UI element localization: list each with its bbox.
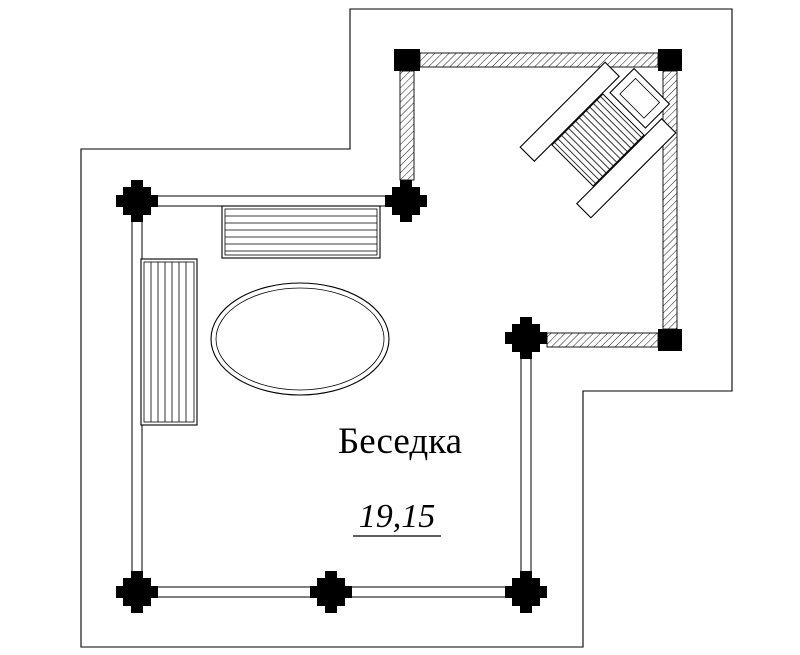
room-corner-posts (394, 49, 682, 351)
railing-right (520, 359, 532, 571)
bench-vertical-outline (140, 258, 198, 426)
cross-column-topleft (116, 180, 158, 222)
oval-table-outline (210, 282, 390, 396)
bench-horizontal-slats (225, 215, 377, 252)
railing-bottom-right (352, 586, 505, 598)
room-label: Беседка (338, 421, 462, 462)
cross-column-bottomright (505, 571, 547, 613)
table-set (519, 61, 677, 219)
bench-vertical-slats (150, 262, 187, 422)
bench-horizontal-inner (224, 208, 378, 256)
oval-table-inner (215, 287, 385, 391)
cross-column-bottomleft (116, 571, 158, 613)
table-set-stool (609, 67, 671, 129)
bench-horizontal-outline (221, 205, 381, 259)
post-room-bottomright (658, 329, 682, 351)
railing-bottom-left (158, 586, 310, 598)
plot-boundary (80, 8, 733, 648)
table-set-table (551, 93, 645, 187)
wall-right (662, 70, 678, 330)
oval-table (210, 282, 390, 396)
post-room-topright (658, 49, 682, 71)
cross-column-topmiddle (385, 180, 427, 222)
wall-top (419, 52, 659, 68)
table-set-bench-a (519, 61, 620, 162)
bench-vertical (140, 258, 198, 426)
bench-horizontal (221, 205, 381, 259)
railing-top (158, 195, 385, 207)
cross-column-middle (505, 317, 547, 359)
post-room-topleft (394, 49, 420, 71)
wall-bottom (546, 332, 659, 348)
bench-vertical-inner (143, 261, 195, 423)
table-set-stool-inner (619, 77, 661, 119)
wall-left (399, 70, 415, 181)
cross-column-bottommiddle (310, 571, 352, 613)
area-value: 19,15 (359, 498, 436, 535)
table-set-bench-b (576, 118, 677, 219)
